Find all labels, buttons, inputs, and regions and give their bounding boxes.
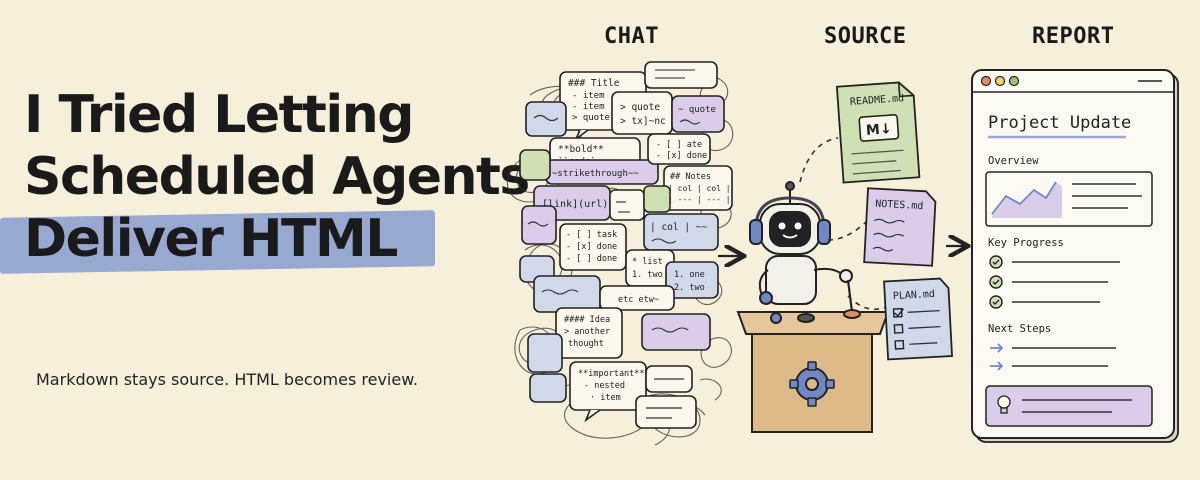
window-minimize-dot [994, 75, 1006, 87]
readme-file: README.md M↓ [835, 81, 921, 184]
chat-bubble-idea: #### Idea > another thought [555, 307, 623, 359]
chat-bubble-task: - [ ] task - [x] done - [ ] done [559, 223, 627, 271]
chat-text: - item [572, 91, 605, 101]
chat-text: **bold** [558, 144, 604, 155]
robot-agent [749, 181, 854, 313]
plan-file: PLAN.md [883, 277, 953, 361]
chat-text: | col | col | [668, 184, 731, 193]
headline-line-2: Scheduled Agents [24, 147, 530, 207]
next-step-arrow-icons [990, 343, 1004, 371]
chat-cluster: ### Title - item - item > quote > quote … [507, 61, 734, 446]
chat-text: ### Title [568, 78, 620, 89]
chat-text: > quote [572, 113, 610, 123]
chat-text: ~strikethrough~~ [552, 169, 639, 179]
chat-text: > quote [620, 102, 660, 113]
notes-file: NOTES.md [863, 187, 937, 267]
chat-text: ## Notes [670, 172, 711, 182]
chat-text: - [ ] task [566, 230, 617, 240]
column-label-chat: CHAT [604, 24, 659, 49]
insight-callout [985, 385, 1153, 427]
chat-bubble-purple-wave [641, 313, 711, 351]
chat-bubble-left-blue [525, 101, 567, 137]
chat-text: 1. two [632, 270, 663, 280]
window-close-dot [980, 75, 992, 87]
plan-file-label: PLAN.md [893, 289, 936, 302]
chat-text: > another [564, 327, 610, 337]
report-key-progress-heading: Key Progress [988, 237, 1064, 249]
chat-bubble-left-bottom [529, 373, 567, 403]
chat-text: - item [572, 102, 605, 112]
chat-text: - nested [584, 381, 625, 391]
chat-text: 1. one [674, 270, 705, 280]
column-label-source: SOURCE [824, 24, 907, 49]
chat-bubble-quote: > quote > tx]~nc [611, 91, 673, 135]
chat-text: - [x] done [656, 151, 707, 161]
report-title: Project Update [988, 113, 1131, 133]
chat-text: etc etw~ [618, 295, 659, 305]
chat-bubble-tiny-green [643, 185, 671, 213]
chat-text: **important** [578, 369, 645, 379]
chat-text: 2. two [674, 283, 705, 293]
chat-text: thought [568, 339, 604, 349]
chat-text: ~ quote [678, 105, 716, 115]
headline-line-1: I Tried Letting [24, 85, 414, 145]
chat-bubble-etc: etc etw~ [599, 285, 675, 311]
markdown-icon: M↓ [865, 121, 892, 139]
readme-file-label: README.md [850, 93, 905, 108]
column-label-report: REPORT [1032, 24, 1115, 49]
chat-text: > tx]~nc [620, 116, 666, 127]
headline-highlight: Deliver HTML [0, 208, 435, 274]
headline-line-3: Deliver HTML [24, 209, 398, 269]
chat-bubble-left-purple-2 [527, 333, 563, 373]
chat-text: - [ ] done [566, 254, 617, 264]
agent-desk [736, 309, 890, 433]
chat-text: [link](url) [542, 199, 608, 210]
report-overview-heading: Overview [988, 155, 1039, 167]
chat-bubble-strike: ~strikethrough~~ [545, 159, 659, 185]
chat-text: | --- | --- | [668, 195, 731, 204]
chat-bubble-tiny [609, 189, 645, 221]
chat-bubble-wavy [533, 275, 601, 313]
report-window: Project Update Overview Key Progress Nex… [971, 69, 1179, 443]
chat-bubble-ordered: 1. one 2. two [665, 261, 719, 299]
chat-bubble-done: - [ ] ate - [x] done [647, 133, 711, 165]
chat-bubble-quote-purple: ~ quote [671, 95, 725, 133]
chat-text: - [ ] ate [656, 140, 702, 150]
chat-text: #### Idea [564, 315, 610, 325]
progress-check-icons [989, 255, 1003, 309]
window-maximize-dot [1008, 75, 1020, 87]
chat-bubble-dash-2 [635, 395, 697, 429]
gear-icon [789, 361, 835, 407]
chat-bubble-dash-1 [645, 365, 693, 393]
chat-bubble-col: | col | ~~ [643, 213, 719, 251]
headline-line-3-wrap: Deliver HTML [0, 208, 494, 274]
subtitle: Markdown stays source. HTML becomes revi… [36, 370, 418, 389]
chat-bubble-left-green [519, 149, 551, 181]
chat-bubble-small-top [644, 61, 718, 89]
chat-bubble-notes: ## Notes | col | col | | --- | --- | [663, 165, 733, 211]
lightbulb-icon [997, 395, 1011, 414]
chat-text: * list [632, 257, 663, 267]
headline: I Tried Letting Scheduled Agents Deliver… [0, 84, 530, 274]
chat-text: - [x] done [566, 242, 617, 252]
chat-text: · item [590, 393, 621, 403]
chat-text: | col | ~~ [650, 222, 707, 233]
report-next-steps-heading: Next Steps [988, 323, 1051, 335]
chat-bubble-important: **important** - nested · item [569, 361, 647, 423]
chat-bubble-left-purple [521, 205, 557, 245]
notes-file-label: NOTES.md [875, 199, 924, 213]
